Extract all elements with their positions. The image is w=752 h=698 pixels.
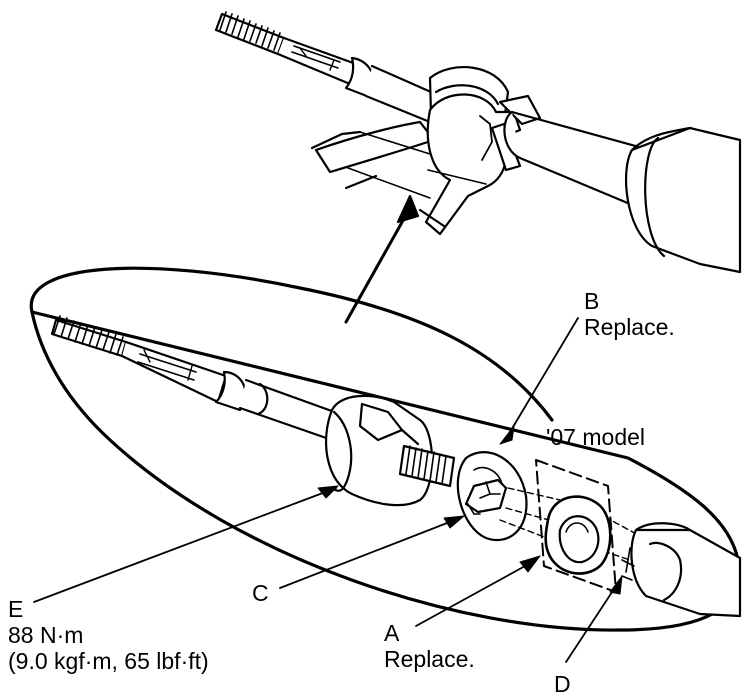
label-e-torque: 88 N·m	[8, 622, 84, 648]
label-b-letter: B	[584, 288, 600, 314]
threaded-stud	[398, 444, 456, 488]
inner-ball-joint-housing	[325, 394, 434, 507]
label-a: A Replace.	[384, 620, 475, 672]
label-b-note: Replace.	[584, 314, 675, 340]
leader-d	[565, 579, 621, 663]
leader-arrowheads	[317, 425, 623, 595]
label-d-letter: D	[554, 671, 571, 697]
label-a-note: Replace.	[384, 646, 475, 672]
steering-gear-housing	[625, 126, 742, 274]
label-c-letter: C	[252, 580, 269, 606]
leader-a	[415, 559, 537, 627]
label-model-year-text: '07 model	[546, 424, 646, 450]
upper-threaded-end	[214, 11, 286, 56]
leader-b	[509, 317, 579, 433]
leader-lines	[33, 317, 621, 663]
label-e: E 88 N·m (9.0 kgf·m, 65 lbf·ft)	[8, 596, 209, 674]
rack-end-d	[621, 522, 742, 618]
label-c: C	[252, 580, 269, 606]
label-a-letter: A	[384, 620, 400, 646]
leader-c	[279, 517, 461, 589]
label-d: D	[554, 671, 571, 697]
detail-ellipse	[29, 266, 741, 632]
label-e-torque-alt: (9.0 kgf·m, 65 lbf·ft)	[8, 648, 209, 674]
reference-arrow	[344, 194, 420, 324]
tie-rod-shaft	[120, 340, 228, 404]
washer-a	[544, 495, 612, 575]
label-model-year: '07 model	[546, 424, 645, 450]
leader-e	[33, 487, 337, 603]
upper-assembled-view	[214, 11, 742, 274]
label-b: B Replace.	[584, 288, 675, 340]
tie-rod-threaded-end	[50, 315, 128, 358]
stop-washer-c	[464, 478, 508, 515]
tie-rod-collar	[214, 370, 247, 412]
label-e-letter: E	[8, 596, 24, 622]
